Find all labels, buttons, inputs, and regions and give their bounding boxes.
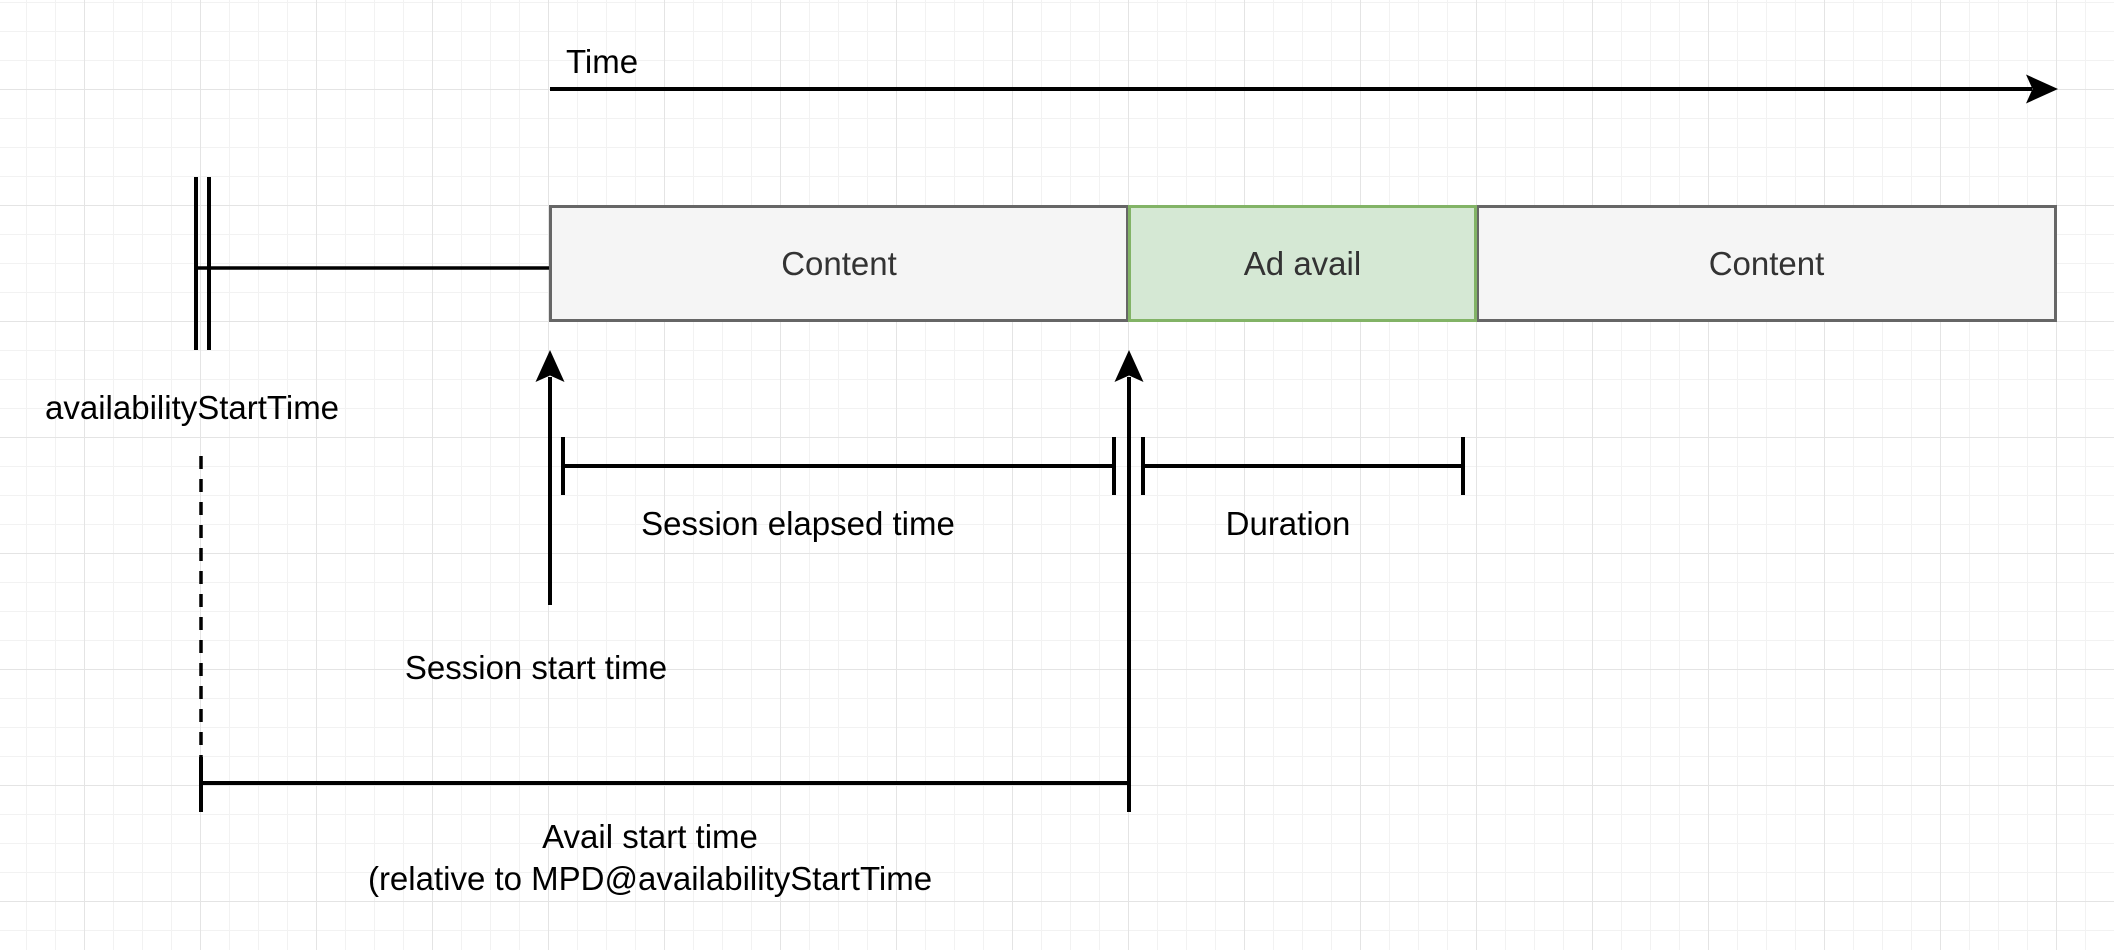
content-segment-2-label: Content xyxy=(1708,244,1825,282)
content-segment-1-label: Content xyxy=(781,244,897,282)
ad-avail-segment: Ad avail xyxy=(1128,205,1477,322)
avail-start-arrowhead-icon xyxy=(1114,350,1144,382)
session-start-time-label: Session start time xyxy=(404,649,668,686)
avail-start-time-label: Avail start time (relative to MPD@availa… xyxy=(368,816,932,900)
avail-start-time-line1: Avail start time xyxy=(542,818,758,855)
duration-label: Duration xyxy=(1225,505,1351,542)
session-elapsed-time-label: Session elapsed time xyxy=(641,505,955,542)
session-start-arrowhead-icon xyxy=(535,350,565,382)
availability-start-time-label: availabilityStartTime xyxy=(45,389,340,426)
time-axis-label: Time xyxy=(566,43,639,80)
avail-start-time-line2: (relative to MPD@availabilityStartTime xyxy=(367,860,933,897)
ad-avail-segment-label: Ad avail xyxy=(1243,244,1362,282)
content-segment-1: Content xyxy=(549,205,1129,322)
content-segment-2: Content xyxy=(1476,205,2057,322)
time-axis-arrowhead-icon xyxy=(2026,74,2058,104)
